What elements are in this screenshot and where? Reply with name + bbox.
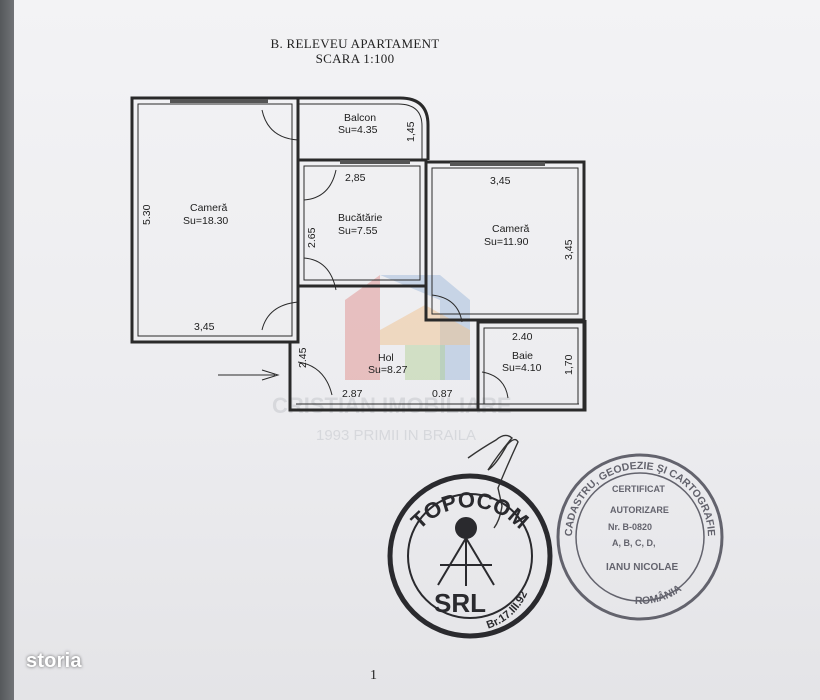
watermark-house-blue <box>380 275 470 380</box>
wall-baie <box>476 320 586 412</box>
door-balcon <box>261 109 299 141</box>
label-balcon-area: Su=4.35 <box>338 124 378 136</box>
label-baie-area: Su=4.10 <box>502 362 542 374</box>
dim-baie-height: 1,70 <box>563 354 575 375</box>
dimensions: 5.30 3,45 1,45 2,85 2.65 3,45 3,45 2.45 … <box>141 121 575 400</box>
document-sheet <box>14 0 820 700</box>
stamp-topocom-srl: SRL <box>434 588 486 618</box>
page-title: B. RELEVEU APARTAMENT SCARA 1:100 <box>240 36 470 66</box>
tripod-icon <box>437 517 495 586</box>
dim-camera1-width: 3,45 <box>194 321 215 333</box>
label-hol-name: Hol <box>378 352 394 364</box>
label-hol-area: Su=8.27 <box>368 364 408 376</box>
watermark-house-green <box>405 345 445 380</box>
dim-hol-height: 2.45 <box>297 347 309 368</box>
label-bucatarie-area: Su=7.55 <box>338 225 378 237</box>
label-baie-name: Baie <box>512 350 533 362</box>
watermark-house-red <box>345 275 380 380</box>
stamp-cadastru-line2: AUTORIZARE <box>610 505 669 515</box>
dim-camera2-width: 3,45 <box>490 175 511 187</box>
label-camera2-name: Cameră <box>492 223 530 235</box>
storia-logo: storia <box>26 650 82 672</box>
dim-camera2-height: 3,45 <box>563 239 575 260</box>
stamp-topocom: TOPOCOM Br.17.III.92 SRL <box>387 473 553 639</box>
watermark: CRISTIAN IMOBILIARE 1993 PRIMII IN BRAIL… <box>272 275 512 444</box>
stamp-cadastru-ring-bottom: ROMÂNIA <box>635 582 684 607</box>
dim-bucatarie-height: 2.65 <box>306 227 318 248</box>
label-balcon-name: Balcon <box>344 112 376 124</box>
door-camera2 <box>431 294 463 323</box>
door-bucatarie <box>303 169 337 201</box>
watermark-line-1: CRISTIAN IMOBILIARE <box>272 393 512 418</box>
walls <box>130 96 587 412</box>
title-line-2: SCARA 1:100 <box>315 51 395 66</box>
title-line-1: B. RELEVEU APARTAMENT <box>270 36 440 51</box>
page-number: 1 <box>370 668 377 683</box>
door-entry <box>297 361 333 396</box>
door-baie <box>481 371 509 399</box>
label-camera1-area: Su=18.30 <box>183 215 228 227</box>
stamp-cadastru-line1: CERTIFICAT <box>612 484 665 494</box>
stamp-cadastru-line4: A, B, C, D, <box>612 538 656 548</box>
dim-baie-width: 2.40 <box>512 331 533 343</box>
door-hol-kitchen <box>303 257 337 291</box>
label-camera1-name: Cameră <box>190 202 228 214</box>
signature <box>467 434 519 529</box>
stamp-cadastru-line5: IANU NICOLAE <box>606 562 679 573</box>
dim-balcon-height: 1,45 <box>405 121 417 142</box>
dim-bucatarie-width: 2,85 <box>345 172 366 184</box>
dim-hol-width2: 0.87 <box>432 388 453 400</box>
doors <box>261 109 509 399</box>
stamp-cadastru: CADASTRU, GEODEZIE ŞI CARTOGRAFIE ROMÂNI… <box>556 453 724 621</box>
label-camera2-area: Su=11.90 <box>484 236 529 248</box>
dim-camera1-height: 5.30 <box>141 204 153 225</box>
watermark-house-orange <box>380 305 470 345</box>
stamp-cadastru-line3: Nr. B-0820 <box>608 522 652 532</box>
wall-balcon <box>298 96 430 160</box>
watermark-line-2: 1993 PRIMII IN BRAILA <box>316 427 476 444</box>
dim-hol-width: 2.87 <box>342 388 363 400</box>
room-labels: Balcon Su=4.35 Cameră Su=18.30 Bucătărie… <box>183 112 542 376</box>
door-camera1 <box>261 301 299 331</box>
label-bucatarie-name: Bucătărie <box>338 212 383 224</box>
